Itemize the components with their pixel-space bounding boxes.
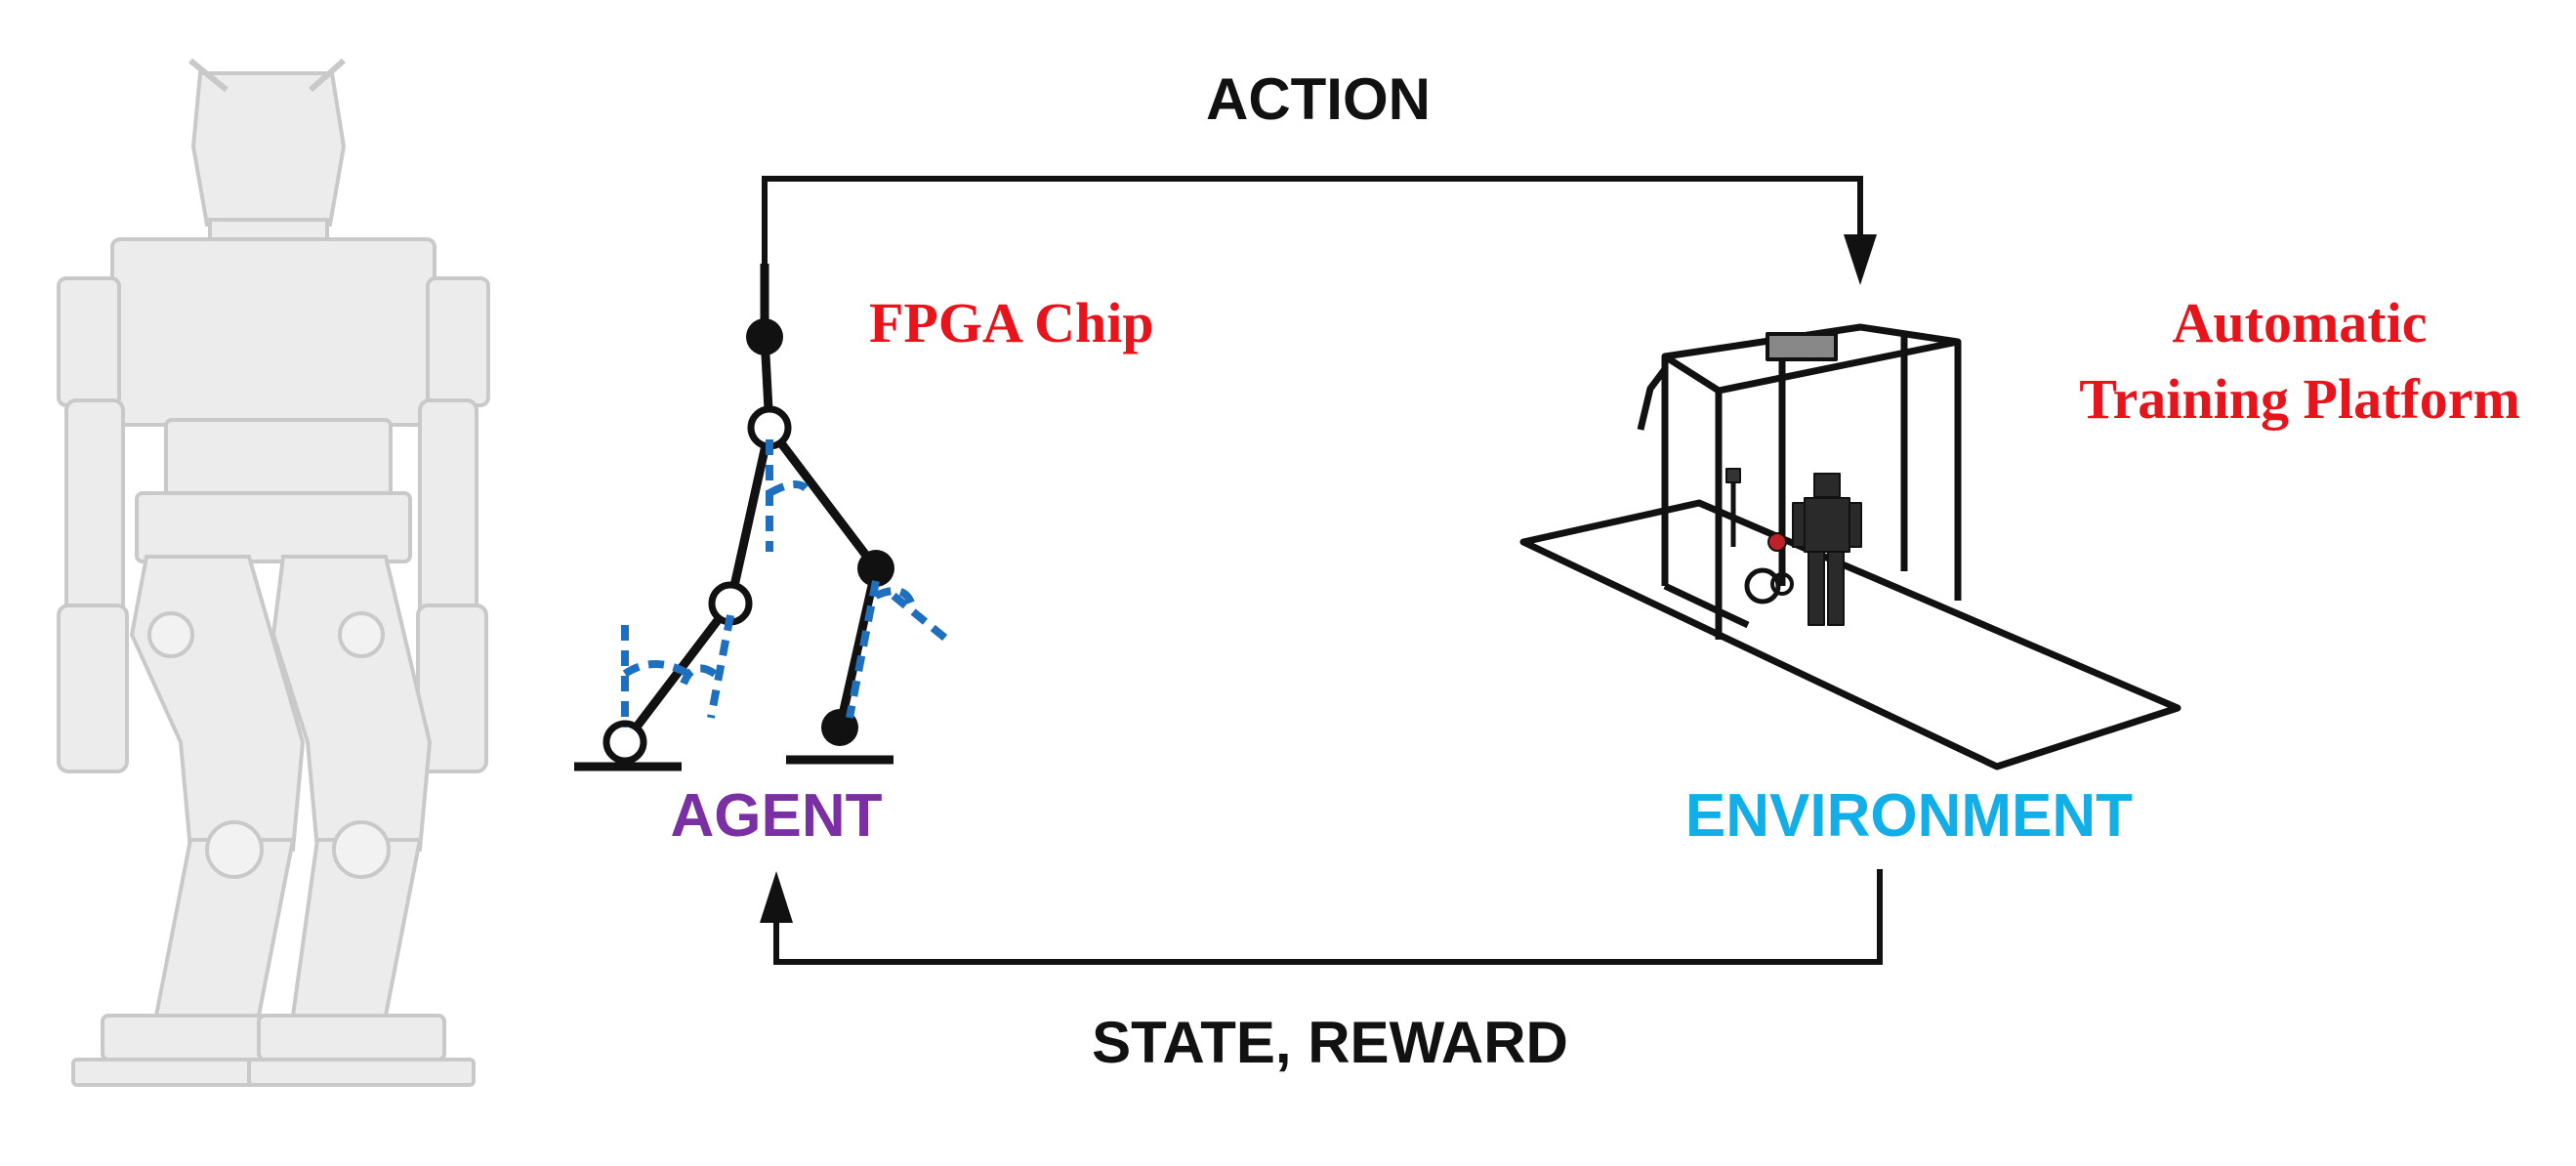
state-reward-arrow [760,869,1883,965]
environment-label: ENVIRONMENT [1685,782,2133,850]
action-label: ACTION [1206,66,1431,132]
humanoid-robot-icon [57,58,490,1087]
training-platform-icon [1519,323,2181,770]
biped-leg-model-icon [574,264,950,771]
state-reward-label: STATE, REWARD [1092,1010,1568,1075]
agent-label: AGENT [671,782,883,850]
platform-label-line2: Training Platform [2079,367,2520,431]
joint-angle-indicators [621,439,950,728]
platform-label-line1: Automatic [2173,291,2428,354]
fpga-chip-label: FPGA Chip [869,291,1154,354]
action-arrow [762,176,1877,285]
